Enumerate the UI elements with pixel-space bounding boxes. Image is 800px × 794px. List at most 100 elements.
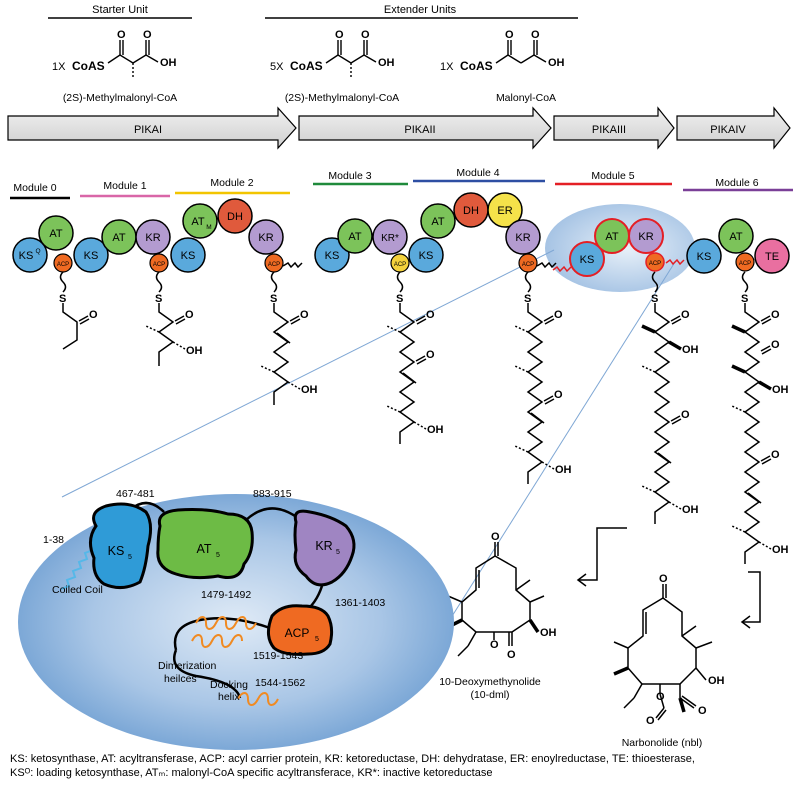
domain-label: AT bbox=[49, 228, 63, 240]
domain-at: AT bbox=[718, 218, 754, 254]
domain-bubbles: KS Q AT ACP KS AT KR ACP bbox=[12, 192, 790, 277]
oxygen-label: O bbox=[426, 309, 435, 321]
module-labels: Module 0 Module 1 Module 2 Module 3 Modu… bbox=[10, 167, 793, 200]
range-label: 1479-1492 bbox=[201, 589, 251, 601]
hydroxyl-label: OH bbox=[540, 627, 557, 639]
domain-kr: KR bbox=[135, 219, 171, 255]
starter-unit-label: Starter Unit bbox=[92, 4, 148, 16]
linker-at-kr bbox=[245, 507, 299, 521]
legend-line-2: KSᴼ: loading ketosynthase, ATₘ: malonyl-… bbox=[10, 767, 493, 779]
oxygen-label: O bbox=[300, 309, 309, 321]
oxygen-label: O bbox=[185, 309, 194, 321]
hydroxyl-label: OH bbox=[427, 424, 444, 436]
oxygen-label: O bbox=[89, 309, 98, 321]
domain-label: KS bbox=[697, 251, 712, 263]
sulfur-label: S bbox=[651, 293, 658, 305]
domain-acp: ACP bbox=[518, 253, 538, 273]
chain-atom-labels: S O S O OH S O OH S O O OH S O O OH S O … bbox=[59, 293, 789, 556]
building-block-extender-1: 5X CoAS O O OH (2S)-Methylmalonyl-CoA bbox=[270, 29, 399, 104]
domain-acp: ACP bbox=[645, 252, 665, 272]
unit-header: Starter Unit Extender Units bbox=[48, 4, 578, 19]
hydroxyl-label: OH bbox=[682, 504, 699, 516]
oxygen-label: O bbox=[659, 573, 668, 585]
oxygen-label: O bbox=[490, 639, 499, 651]
docking-label: Docking bbox=[210, 679, 248, 691]
domain-ks: KS bbox=[408, 237, 444, 273]
inset-sub: 5 bbox=[128, 554, 132, 561]
oxygen-label: O bbox=[426, 349, 435, 361]
hydroxyl-label: OH bbox=[555, 464, 572, 476]
domain-label: AT bbox=[191, 216, 205, 228]
polyketide-chains bbox=[59, 271, 772, 564]
arrowhead-icon bbox=[576, 573, 587, 587]
domain-label: KS bbox=[325, 250, 340, 262]
range-label: 1361-1403 bbox=[335, 597, 385, 609]
domain-sup: Q bbox=[35, 248, 40, 255]
oxygen-label: O bbox=[554, 309, 563, 321]
domain-at: AT bbox=[594, 218, 630, 254]
module-0: Module 0 bbox=[10, 182, 70, 200]
domain-kr: KR bbox=[505, 219, 541, 255]
domain-label: KR bbox=[515, 232, 530, 244]
module-5: Module 5 bbox=[555, 170, 672, 186]
linker-dimer-docking bbox=[173, 649, 242, 699]
domain-label: KS bbox=[580, 254, 595, 266]
sulfur-label: S bbox=[524, 293, 531, 305]
inset-ks5: KS 5 bbox=[89, 502, 153, 589]
bb-oxygen-1: O bbox=[505, 29, 514, 41]
range-label: 1-38 bbox=[43, 534, 64, 546]
inset-sub: 5 bbox=[216, 552, 220, 559]
gene-arrow-pikaiii: PIKAIII bbox=[553, 106, 675, 150]
domain-ks: KS bbox=[569, 241, 605, 277]
oxygen-label: O bbox=[771, 339, 780, 351]
inset-kr5: KR 5 bbox=[293, 509, 356, 587]
domain-at-m: AT M bbox=[182, 203, 218, 239]
oxygen-label: O bbox=[646, 715, 655, 727]
inset-sub: 5 bbox=[315, 636, 319, 643]
oxygen-label: O bbox=[554, 389, 563, 401]
inset-label: AT bbox=[196, 542, 211, 556]
domain-label: ACP bbox=[522, 262, 534, 268]
domain-at: AT bbox=[420, 203, 456, 239]
arrow-to-nbl bbox=[742, 571, 761, 623]
coiled-coil-label: Coiled Coil bbox=[52, 584, 103, 596]
linker-icon bbox=[282, 261, 303, 269]
oxygen-label: O bbox=[656, 691, 665, 703]
oxygen-label: O bbox=[698, 705, 707, 717]
product-nbl: O O O O OH Narbonolide (nbl) bbox=[613, 573, 725, 749]
hydroxyl-label: OH bbox=[772, 384, 789, 396]
inset-label: KR bbox=[315, 539, 332, 553]
domain-label: ACP bbox=[739, 261, 751, 267]
domain-ks: KS bbox=[170, 237, 206, 273]
module-label: Module 5 bbox=[591, 170, 634, 182]
legend-line-1: KS: ketosynthase, AT: acyltransferase, A… bbox=[10, 753, 695, 765]
inset-acp5: ACP 5 bbox=[267, 604, 334, 656]
domain-acp: ACP bbox=[735, 252, 755, 272]
dimerization-helix-icon bbox=[195, 616, 257, 630]
domain-label: ACP bbox=[57, 262, 69, 268]
domain-at: AT bbox=[38, 215, 74, 251]
linker-squiggles bbox=[282, 258, 685, 273]
domain-acp-inactive: ACP bbox=[390, 253, 410, 273]
hydroxyl-label: OH bbox=[772, 544, 789, 556]
domain-ks-loading: KS Q bbox=[12, 237, 48, 273]
bb-oh: OH bbox=[378, 57, 395, 69]
module-label: Module 0 bbox=[13, 182, 56, 194]
bb-name: Malonyl-CoA bbox=[496, 92, 556, 104]
bb-name: (2S)-Methylmalonyl-CoA bbox=[63, 92, 177, 104]
inset-label: KS bbox=[108, 544, 125, 558]
domain-label: DH bbox=[227, 211, 243, 223]
bb-count: 1X bbox=[440, 61, 454, 73]
bb-oxygen-1: O bbox=[335, 29, 344, 41]
oxygen-label: O bbox=[491, 531, 500, 543]
dimerization-label-2: heilces bbox=[164, 673, 197, 685]
domain-sub: M bbox=[206, 224, 211, 231]
module-2: Module 2 bbox=[175, 177, 290, 195]
domain-label: AT bbox=[431, 216, 445, 228]
bb-oxygen-2: O bbox=[361, 29, 370, 41]
domain-dh: DH bbox=[453, 192, 489, 228]
inset-at5: AT 5 bbox=[156, 508, 254, 580]
bb-coas: CoAS bbox=[72, 59, 105, 73]
extender-units-label: Extender Units bbox=[384, 4, 457, 16]
arrow-to-10dml bbox=[578, 527, 627, 581]
